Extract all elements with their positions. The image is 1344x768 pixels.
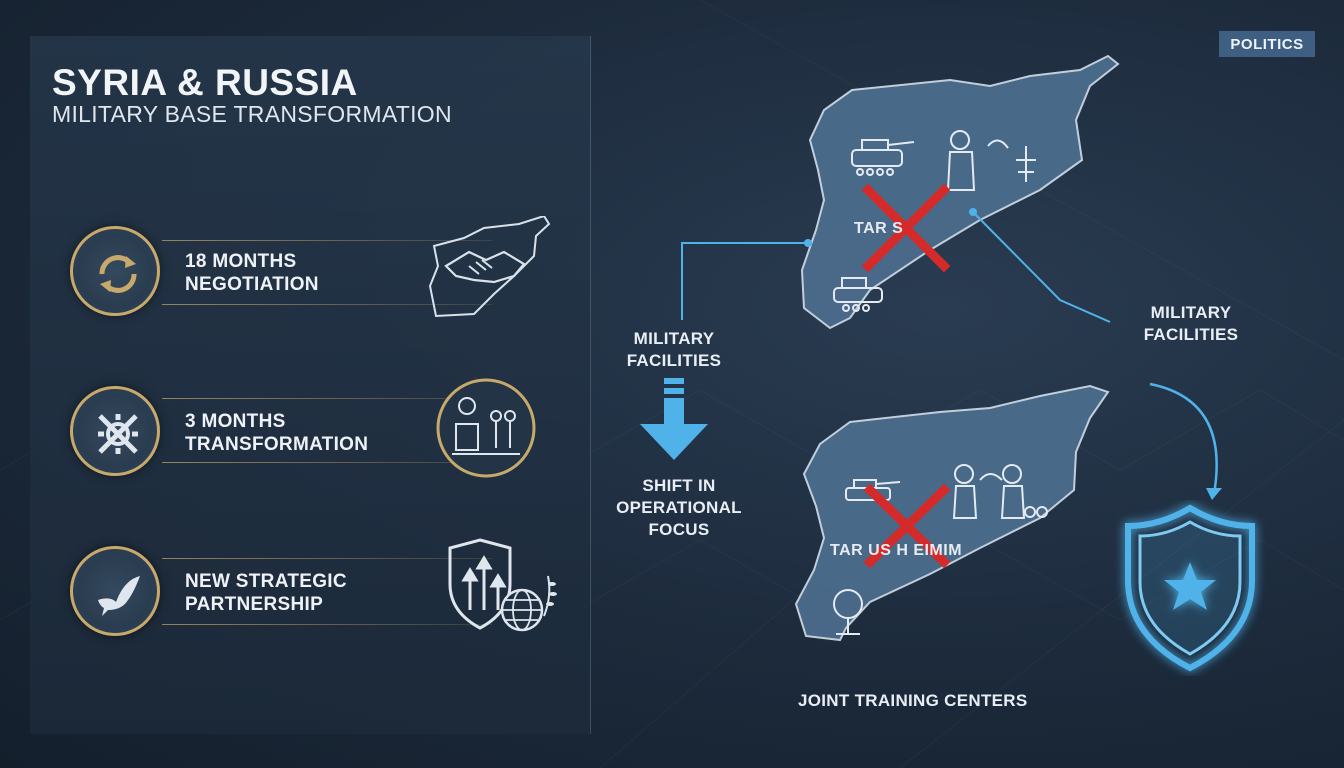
factory-people-icon <box>436 378 536 478</box>
page-subtitle: MILITARY BASE TRANSFORMATION <box>52 101 452 127</box>
syria-map-top <box>800 54 1120 330</box>
item-label: 3 MONTHS TRANSFORMATION <box>185 410 368 456</box>
divider-line <box>162 462 502 463</box>
syria-map-bottom <box>794 384 1110 642</box>
callout-line: MILITARY <box>1150 303 1232 322</box>
timeline-item-transformation: 3 MONTHS TRANSFORMATION <box>70 378 570 482</box>
politics-badge: POLITICS <box>1219 31 1315 57</box>
tools-icon <box>98 414 138 454</box>
item-label-line2: TRANSFORMATION <box>185 434 369 455</box>
callout-line: SHIFT IN <box>642 476 716 495</box>
map-bottom-label: TAR US H EIMIM <box>830 542 963 559</box>
arrow-down-icon <box>640 378 708 460</box>
callout-line: FACILITIES <box>626 351 722 370</box>
shift-in-operational-focus: SHIFT IN OPERATIONAL FOCUS <box>604 475 754 541</box>
map-top-label: TAR S <box>854 220 904 237</box>
badge-circle <box>70 226 160 316</box>
handshake-map-icon <box>428 216 551 318</box>
badge-circle <box>70 546 160 636</box>
item-label-line1: 3 MONTHS <box>185 411 286 432</box>
item-label-line1: 18 MONTHS <box>185 251 297 272</box>
item-label-line1: NEW STRATEGIC <box>185 571 347 592</box>
callout-line: FACILITIES <box>1143 325 1239 344</box>
callout-military-facilities-right: MILITARY FACILITIES <box>1136 302 1246 346</box>
item-label-line2: PARTNERSHIP <box>185 594 324 615</box>
divider-line <box>162 398 502 399</box>
page-title: SYRIA & RUSSIA <box>52 62 358 103</box>
shield-star-icon <box>1125 504 1255 672</box>
divider-line <box>162 558 492 559</box>
callout-line: MILITARY <box>633 329 715 348</box>
divider-line <box>162 624 492 625</box>
cycle-arrows-icon <box>99 255 137 293</box>
divider-line <box>162 240 492 241</box>
shield-globe-icon <box>448 538 557 632</box>
item-label: NEW STRATEGIC PARTNERSHIP <box>185 570 347 616</box>
dove-icon <box>98 576 140 616</box>
callout-line: FOCUS <box>648 520 710 539</box>
timeline-item-partnership: NEW STRATEGIC PARTNERSHIP <box>70 538 570 642</box>
callout-military-facilities-left: MILITARY FACILITIES <box>624 328 724 372</box>
badge-circle <box>70 386 160 476</box>
timeline-item-negotiation: 18 MONTHS NEGOTIATION <box>70 216 570 322</box>
callout-line: OPERATIONAL <box>616 498 742 517</box>
item-label: 18 MONTHS NEGOTIATION <box>185 250 319 296</box>
joint-training-centers-label: JOINT TRAINING CENTERS <box>798 691 1028 710</box>
divider-line <box>162 304 492 305</box>
item-label-line2: NEGOTIATION <box>185 274 319 295</box>
